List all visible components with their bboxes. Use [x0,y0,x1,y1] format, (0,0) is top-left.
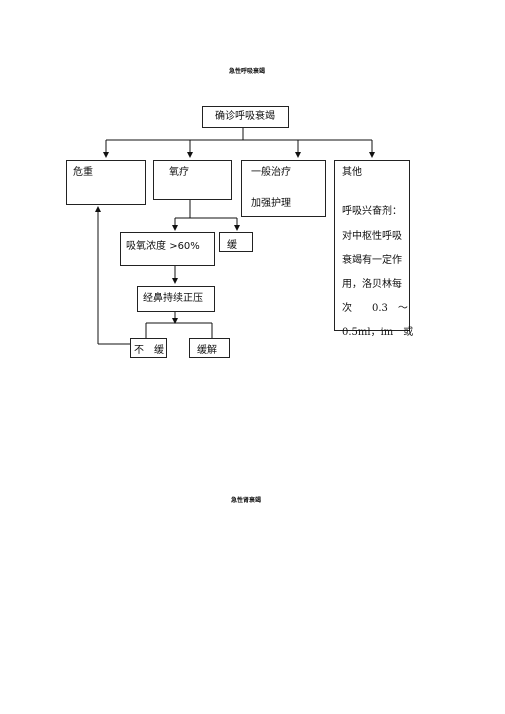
label-nasal-cpap: 经鼻持续正压 [143,293,203,304]
branch-label-critical: 危重 [73,167,93,178]
branch-label-others: 其他 [342,167,362,178]
others-line-2: 对中枢性呼吸 [342,231,402,242]
branch-box-others [334,160,410,331]
label-oxygen-concentration-high: 吸氧浓度 >60% [126,242,200,252]
label-oxygen-low: 缓 [227,240,237,251]
label-relieved: 缓解 [197,345,217,356]
box-not-relieved [130,338,167,358]
others-line-1: 呼吸兴奋剂： [342,206,402,217]
branch-box-oxygen-therapy [153,160,232,200]
box-oxygen-low [219,232,253,252]
branch-box-critical [66,160,146,205]
oxygen-high-value: >60% [169,241,200,252]
box-oxygen-concentration-high [120,232,215,266]
box-relieved [189,338,230,358]
others-line-6: 0.5ml，im 或 [342,327,414,338]
branch-label-general-treatment: 一般治疗 [251,167,291,178]
section-title-acute-renal-failure: 急性肾衰竭 [231,497,262,504]
branch-label-intensive-care: 加强护理 [251,198,291,209]
others-line-4: 用，洛贝林每 [342,279,402,290]
label-not-relieved: 不 缓 [134,345,164,356]
root-label: 确诊呼吸衰竭 [215,111,275,122]
page-title: 急性呼吸衰竭 [229,68,266,75]
box-nasal-cpap [137,286,215,312]
others-line-5: 次 0.3 ～ [342,303,408,314]
root-box-diagnosed-respiratory-failure [202,106,289,128]
branch-label-oxygen-therapy: 氧疗 [169,167,189,178]
branch-box-general-treatment [241,160,326,217]
oxygen-high-prefix: 吸氧浓度 [126,241,170,252]
others-line-3: 衰竭有一定作 [342,255,402,266]
